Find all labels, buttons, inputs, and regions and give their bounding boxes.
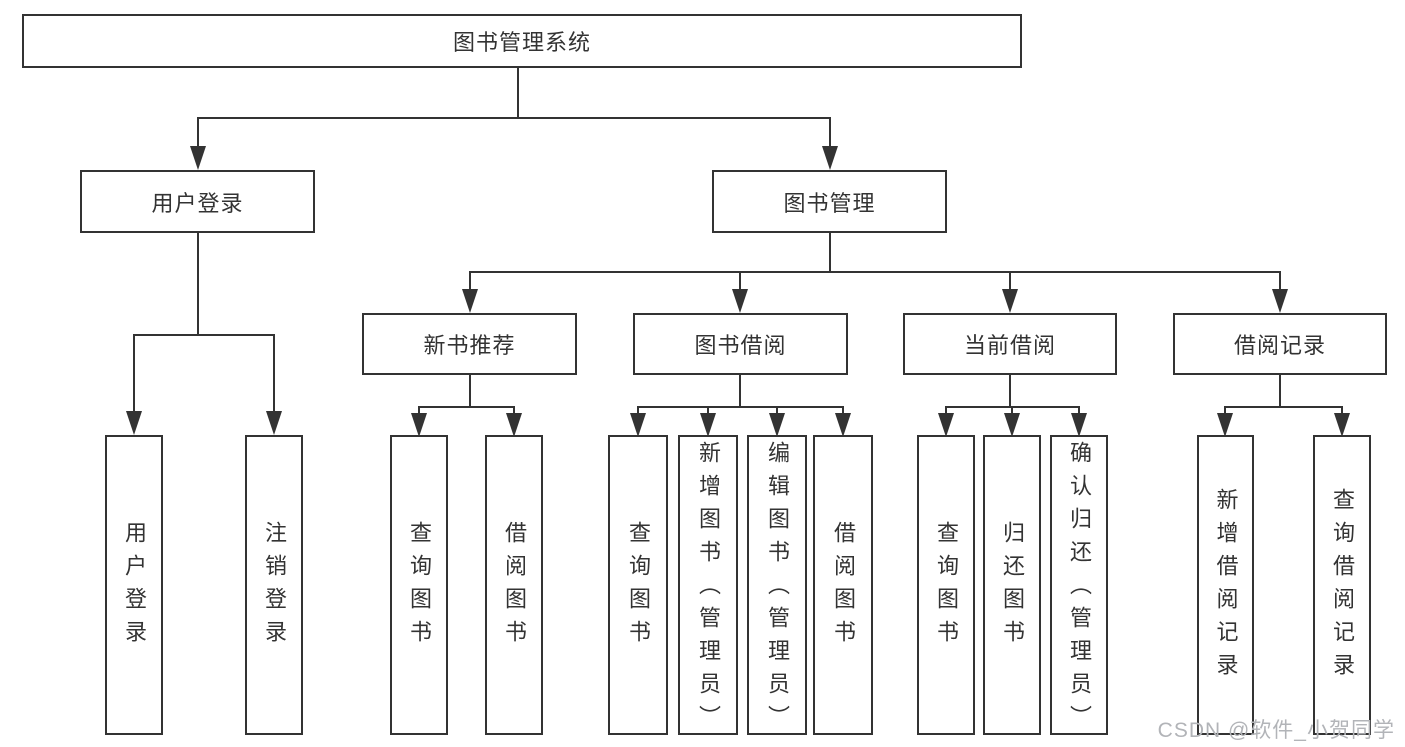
connector-arrow-stem — [829, 118, 831, 152]
connector-line-vertical — [1279, 375, 1281, 407]
arrowhead-icon — [462, 289, 478, 313]
connector-line-horizontal — [197, 117, 831, 119]
node-book-borrow: 图书借阅 — [633, 313, 848, 375]
connector-arrow-stem — [133, 335, 135, 417]
node-leaf-edit-book-admin: 编辑图书（管理员） — [747, 435, 807, 738]
node-leaf-query-books-2: 查询图书 — [608, 435, 668, 735]
node-user-login: 用户登录 — [80, 170, 315, 233]
arrowhead-icon — [1334, 413, 1350, 437]
node-leaf-confirm-return-admin: 确认归还（管理员） — [1050, 435, 1108, 738]
arrowhead-icon — [266, 411, 282, 435]
node-label-book-borrow: 图书借阅 — [694, 333, 787, 358]
connector-line-vertical — [1009, 375, 1011, 407]
node-leaf-borrow-books-2: 借阅图书 — [813, 435, 873, 735]
arrowhead-icon — [506, 413, 522, 437]
node-leaf-query-borrow-record: 查询借阅记录 — [1313, 435, 1371, 735]
arrowhead-icon — [1071, 413, 1087, 437]
node-root: 图书管理系统 — [22, 14, 1022, 68]
node-label-leaf-add-borrow-record: 新增借阅记录 — [1213, 488, 1239, 686]
connector-line-horizontal — [469, 271, 1281, 273]
connector-line-vertical — [197, 233, 199, 335]
arrowhead-icon — [411, 413, 427, 437]
arrowhead-icon — [769, 413, 785, 437]
arrowhead-icon — [1002, 289, 1018, 313]
connector-line-horizontal — [1224, 406, 1343, 408]
arrowhead-icon — [630, 413, 646, 437]
arrowhead-icon — [126, 411, 142, 435]
connector-line-vertical — [739, 375, 741, 407]
node-label-leaf-borrow-books-2: 借阅图书 — [831, 521, 856, 653]
node-label-leaf-query-borrow-record: 查询借阅记录 — [1330, 488, 1355, 686]
connector-line-vertical — [517, 68, 519, 118]
node-leaf-query-books-3: 查询图书 — [917, 435, 975, 735]
node-label-leaf-add-book-admin: 新增图书（管理员） — [696, 441, 721, 738]
node-leaf-add-book-admin: 新增图书（管理员） — [678, 435, 738, 738]
node-leaf-user-login: 用户登录 — [105, 435, 163, 735]
node-label-root: 图书管理系统 — [452, 30, 591, 55]
node-label-borrow-records: 借阅记录 — [1233, 333, 1326, 358]
node-label-leaf-query-books-3: 查询图书 — [934, 521, 959, 653]
arrowhead-icon — [1004, 413, 1020, 437]
node-borrow-records: 借阅记录 — [1173, 313, 1387, 375]
node-current-borrow: 当前借阅 — [903, 313, 1117, 375]
node-label-current-borrow: 当前借阅 — [963, 333, 1056, 358]
node-label-leaf-logout: 注销登录 — [262, 521, 287, 653]
connector-arrow-stem — [273, 335, 275, 417]
node-label-new-book-rec: 新书推荐 — [423, 333, 516, 358]
node-leaf-return-books: 归还图书 — [983, 435, 1041, 735]
node-label-leaf-user-login: 用户登录 — [122, 521, 147, 653]
connector-arrow-stem — [1279, 272, 1281, 295]
arrowhead-icon — [822, 146, 838, 170]
arrowhead-icon — [1217, 413, 1233, 437]
connector-line-horizontal — [637, 406, 844, 408]
node-label-leaf-query-books-1: 查询图书 — [407, 521, 432, 653]
node-label-leaf-query-books-2: 查询图书 — [626, 521, 651, 653]
node-leaf-borrow-books-1: 借阅图书 — [485, 435, 543, 735]
connector-arrow-stem — [469, 272, 471, 295]
connector-line-vertical — [469, 375, 471, 407]
connector-line-horizontal — [418, 406, 515, 408]
node-leaf-add-borrow-record: 新增借阅记录 — [1197, 435, 1254, 735]
arrowhead-icon — [835, 413, 851, 437]
arrowhead-icon — [1272, 289, 1288, 313]
node-label-leaf-edit-book-admin: 编辑图书（管理员） — [765, 441, 790, 738]
connector-arrow-stem — [197, 118, 199, 152]
node-label-leaf-return-books: 归还图书 — [1000, 521, 1025, 653]
connector-arrow-stem — [1009, 272, 1011, 295]
node-label-user-login: 用户登录 — [151, 190, 244, 216]
connector-line-vertical — [829, 233, 831, 272]
node-leaf-logout: 注销登录 — [245, 435, 303, 735]
arrowhead-icon — [938, 413, 954, 437]
connector-arrow-stem — [739, 272, 741, 295]
node-book-mgmt: 图书管理 — [712, 170, 947, 233]
node-label-leaf-borrow-books-1: 借阅图书 — [502, 521, 527, 653]
arrowhead-icon — [732, 289, 748, 313]
arrowhead-icon — [700, 413, 716, 437]
watermark: CSDN @软件_小贺同学 — [1157, 719, 1395, 742]
connector-line-horizontal — [133, 334, 275, 336]
arrowhead-icon — [190, 146, 206, 170]
node-label-leaf-confirm-return-admin: 确认归还（管理员） — [1067, 441, 1092, 738]
node-label-book-mgmt: 图书管理 — [783, 190, 876, 216]
node-leaf-query-books-1: 查询图书 — [390, 435, 448, 735]
node-new-book-rec: 新书推荐 — [362, 313, 577, 375]
